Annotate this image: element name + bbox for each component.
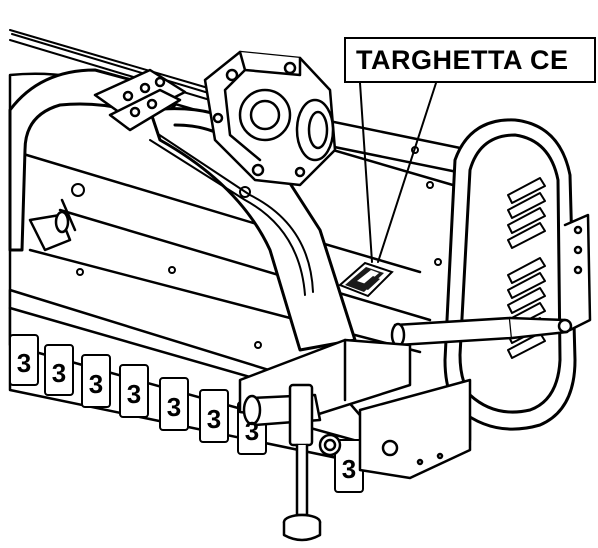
flail-marks: 3 3 3 3 3 3 3 3 bbox=[17, 348, 356, 484]
flail-mark: 3 bbox=[127, 379, 141, 409]
gearbox bbox=[203, 50, 337, 187]
ce-plate-callout: TARGHETTA CE bbox=[344, 37, 596, 83]
skid-plate bbox=[358, 378, 472, 480]
lower-link-pin-left bbox=[28, 198, 77, 252]
link-rod bbox=[71, 133, 314, 296]
flail-mark: 3 bbox=[207, 404, 221, 434]
right-axle bbox=[390, 316, 573, 348]
housing-bolts bbox=[76, 146, 442, 349]
flail-mark: 3 bbox=[17, 348, 31, 378]
callout-leader-lines bbox=[359, 82, 437, 263]
ce-plate bbox=[338, 261, 394, 298]
flail-mark: 3 bbox=[89, 369, 103, 399]
side-plate-right bbox=[563, 213, 592, 332]
parking-stand bbox=[282, 383, 322, 542]
upper-link-brackets bbox=[93, 68, 187, 132]
flail-mark: 3 bbox=[342, 454, 356, 484]
flail-mark: 3 bbox=[167, 392, 181, 422]
flail-mark: 3 bbox=[245, 416, 259, 446]
callout-label: TARGHETTA CE bbox=[356, 44, 569, 75]
flail-mark: 3 bbox=[52, 358, 66, 388]
